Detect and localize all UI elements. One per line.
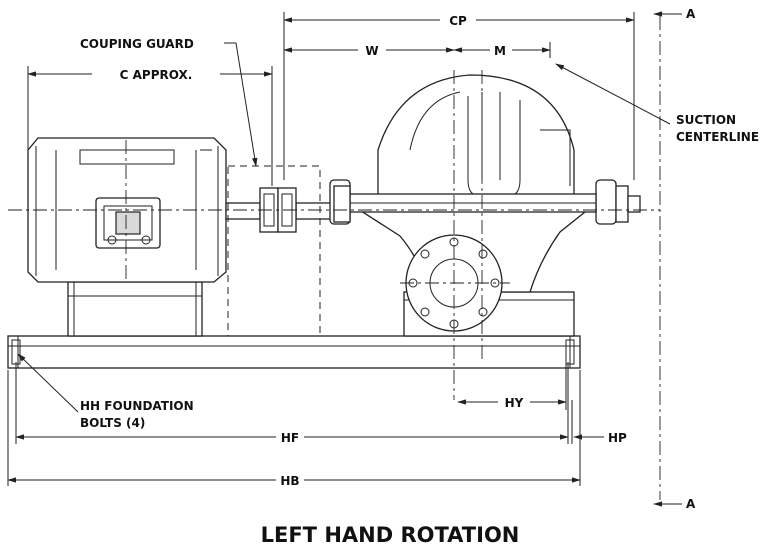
section-a-bottom-label: A [686,497,696,511]
hh-label-1: HH FOUNDATION [80,399,194,413]
dimension-hy [457,362,567,410]
hp-label: HP [608,431,627,445]
centerline-label: CENTERLINE [676,130,759,144]
hf-label: HF [281,431,299,445]
shaft [225,202,335,220]
dimension-hp [571,400,604,444]
pump-shaft-rail [333,185,641,223]
drawing-title: LEFT HAND ROTATION [261,523,520,547]
coupling-guard-label: COUPING GUARD [80,37,194,51]
cp-label: CP [449,14,467,28]
hh-bolts-leader [17,353,79,413]
dimension-hb [7,370,581,486]
motor [27,137,227,337]
coupling-guard-outline [227,165,321,337]
hy-label: HY [505,396,524,410]
w-label: W [365,44,378,58]
base-plate [7,335,581,369]
dimension-c-approx [27,66,273,186]
dimension-cp [283,12,635,180]
section-a-top-label: A [686,7,696,21]
dimension-hf [15,362,569,444]
suction-centerline-leader [555,63,671,125]
suction-label: SUCTION [676,113,736,127]
hb-label: HB [280,474,299,488]
m-label: M [494,44,506,58]
dimension-m [453,42,551,58]
c-approx-label: C APPROX. [120,68,193,82]
hh-label-2: BOLTS (4) [80,416,145,430]
coupling-guard-leader [224,42,258,167]
